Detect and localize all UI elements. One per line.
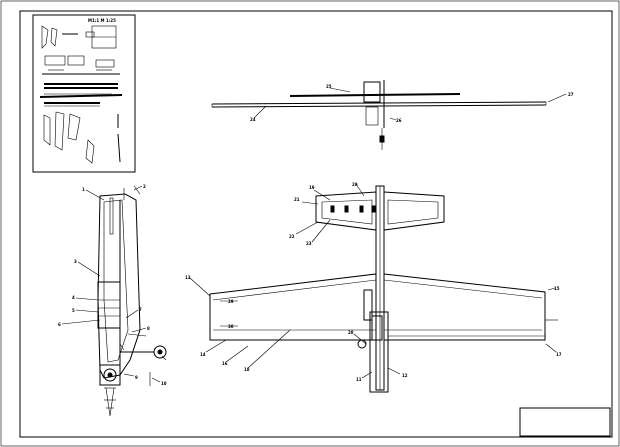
leader-lines	[61, 87, 567, 383]
callout-10: 10	[161, 381, 167, 386]
callout-4: 4	[72, 295, 75, 300]
callout-8: 8	[147, 326, 150, 331]
wing-front-view	[211, 80, 547, 150]
callout-15: 15	[554, 286, 560, 291]
callout-16: 16	[222, 361, 228, 366]
callout-24: 24	[250, 117, 256, 122]
title-block	[519, 407, 611, 437]
stabilizer-top-view	[315, 191, 445, 231]
callout-7: 7	[139, 307, 142, 312]
callout-12: 12	[402, 373, 408, 378]
fuselage-side-view	[97, 185, 167, 417]
callout-1: 1	[82, 187, 85, 192]
callout-27: 27	[568, 92, 574, 97]
callout-5: 5	[72, 308, 75, 313]
callout-23: 23	[306, 241, 312, 246]
callout-labels: 24 25 26 27 19 20 21 22 23 13 15 17 14 1…	[58, 84, 574, 386]
callout-18: 18	[244, 367, 250, 372]
callout-6: 6	[58, 322, 61, 327]
callout-11: 11	[356, 377, 362, 382]
callout-30: 30	[228, 324, 234, 329]
callout-25: 25	[326, 84, 332, 89]
callout-29: 29	[228, 299, 234, 304]
callout-3: 3	[74, 259, 77, 264]
parts-detail-panel: M1:1 M 1:25	[32, 14, 136, 173]
callout-19: 19	[309, 185, 315, 190]
callout-21: 21	[294, 197, 300, 202]
callout-20: 20	[352, 182, 358, 187]
callout-9: 9	[135, 375, 138, 380]
callout-28: 28	[348, 330, 354, 335]
callout-22: 22	[289, 234, 295, 239]
sheet-inner-border	[19, 10, 613, 438]
callout-14: 14	[200, 352, 206, 357]
callout-26: 26	[396, 118, 402, 123]
main-wing-top-view	[209, 273, 558, 341]
callout-17: 17	[556, 352, 562, 357]
scale-note: M1:1 M 1:25	[88, 18, 116, 23]
callout-13: 13	[185, 275, 191, 280]
callout-2: 2	[143, 184, 146, 189]
